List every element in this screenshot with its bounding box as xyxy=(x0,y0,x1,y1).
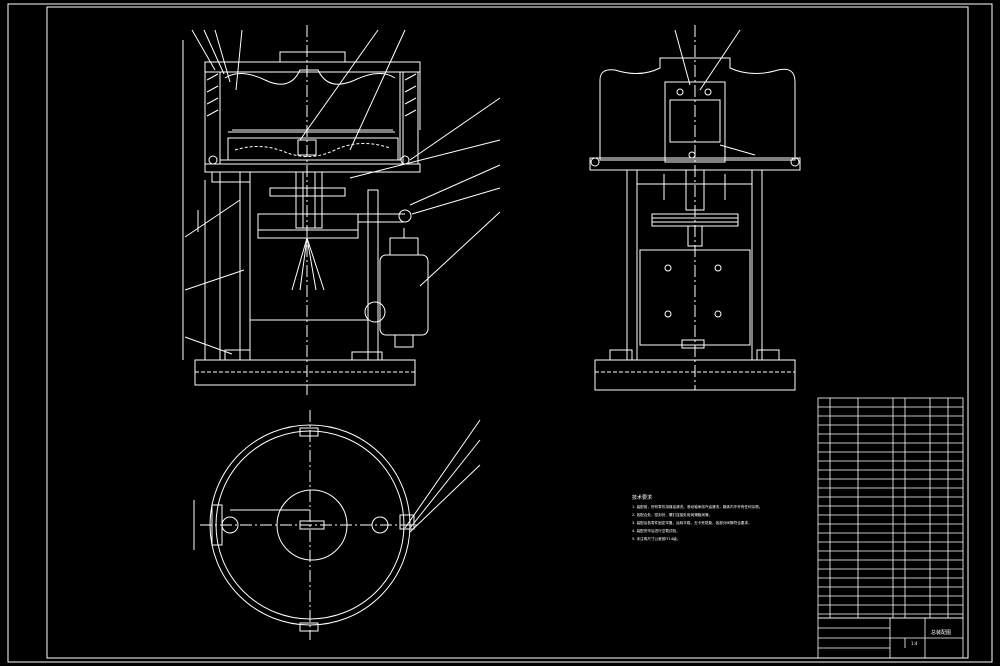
technical-requirements: 技术要求 1. 装配前，所有零件用煤油清洗，滚动轴承用汽油清洗，箱体内不许有任何… xyxy=(632,494,762,541)
drawing-scale: 1:4 xyxy=(911,641,918,646)
notes-line-5: 5. 未注明尺寸公差按IT14级。 xyxy=(632,536,680,541)
notes-line-3: 3. 装配后各零件固定牢靠，运转平稳，无卡死现象，各部分间隙符合要求。 xyxy=(632,520,752,525)
notes-heading: 技术要求 xyxy=(632,494,652,501)
drawing-title: 总装配图 xyxy=(931,629,951,636)
notes-line-4: 4. 装配完毕后进行空载试验。 xyxy=(632,528,680,533)
title-block xyxy=(817,617,964,659)
outer-border xyxy=(7,3,993,663)
side-view xyxy=(589,25,801,391)
top-view xyxy=(193,410,481,640)
inner-border xyxy=(46,6,969,659)
front-view xyxy=(182,25,501,395)
notes-line-1: 1. 装配前，所有零件用煤油清洗，滚动轴承用汽油清洗，箱体内不许有任何杂物。 xyxy=(632,504,762,509)
parts-list-table xyxy=(817,397,964,619)
notes-line-2: 2. 各配合处、密封处、螺钉连接处用润滑脂润滑。 xyxy=(632,512,712,517)
